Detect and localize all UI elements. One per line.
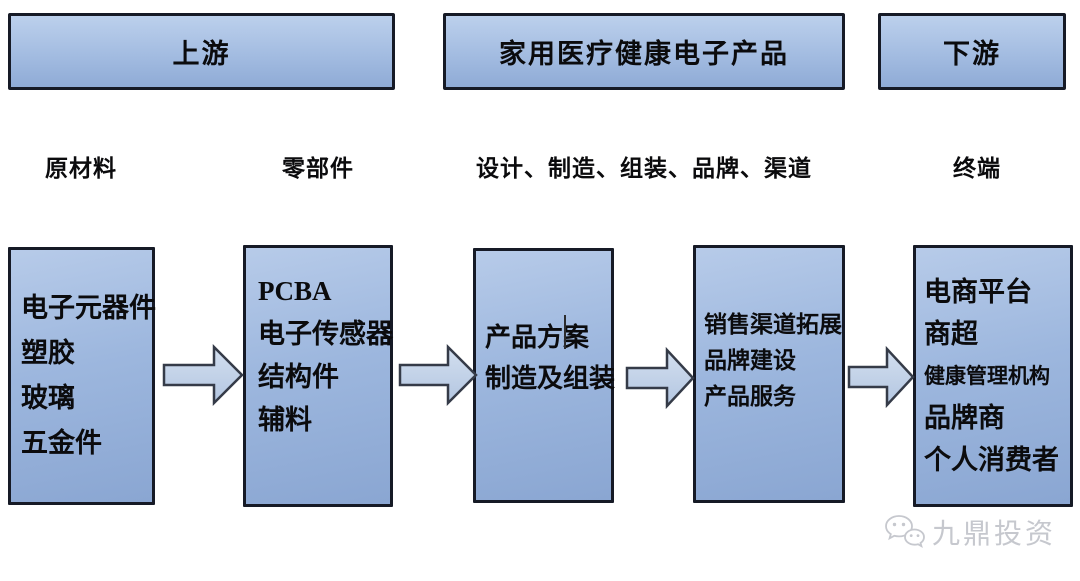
right-arrow-icon: [847, 345, 915, 409]
watermark-brand-name: 九鼎投资: [932, 519, 1057, 550]
wechat-bubbles-icon: [885, 515, 925, 548]
box-line: 辅料: [258, 405, 312, 435]
box-line: 玻璃: [21, 383, 75, 413]
process-box-components: PCBA 电子传感器 结构件 辅料: [243, 245, 393, 507]
header-upstream-label: 上游: [172, 39, 231, 69]
watermark: 九鼎投资: [882, 510, 1056, 554]
process-box-raw-materials: 电子元器件 塑胶 玻璃 五金件: [8, 247, 156, 505]
box-line: 个人消费者: [924, 445, 1059, 475]
box-line: 品牌建设: [704, 348, 796, 373]
box-line: 结构件: [258, 362, 339, 392]
box-line: 健康管理机构: [924, 364, 1050, 388]
box-line: 塑胶: [21, 338, 75, 368]
header-upstream: 上游: [8, 13, 395, 90]
box-line: 销售渠道拓展: [704, 312, 842, 337]
stage-label-components: 零部件: [282, 156, 354, 181]
header-product-category-label: 家用医疗健康电子产品: [499, 39, 789, 69]
right-arrow-icon: [162, 343, 244, 407]
process-box-design-manufacturing: 产品方案 制造及组装: [473, 248, 616, 503]
box-line: 品牌商: [924, 403, 1005, 433]
box-line: 产品方案: [485, 322, 590, 352]
right-arrow-icon: [398, 343, 478, 407]
right-arrow-icon: [625, 346, 695, 410]
stage-label-terminal: 终端: [953, 156, 1001, 181]
header-downstream-label: 下游: [943, 39, 1001, 69]
box-line: 制造及组装: [485, 363, 616, 393]
stage-label-design-chain: 设计、制造、组装、品牌、渠道: [476, 156, 812, 181]
box-line: PCBA: [258, 276, 332, 306]
box-line: 五金件: [21, 428, 102, 458]
box-line: 电子传感器: [258, 319, 393, 349]
box-line: 电商平台: [924, 277, 1032, 307]
stray-cursor-mark: [564, 315, 566, 349]
header-product-category: 家用医疗健康电子产品: [443, 13, 845, 90]
box-line: 商超: [924, 319, 978, 349]
process-box-sales-brand: 销售渠道拓展 品牌建设 产品服务: [693, 245, 845, 503]
stage-label-raw-materials: 原材料: [45, 156, 117, 181]
box-line: 电子元器件: [21, 293, 156, 323]
header-downstream: 下游: [878, 13, 1066, 90]
box-line: 产品服务: [704, 384, 796, 409]
process-box-terminal-channels: 电商平台 商超 健康管理机构 品牌商 个人消费者: [913, 245, 1073, 507]
